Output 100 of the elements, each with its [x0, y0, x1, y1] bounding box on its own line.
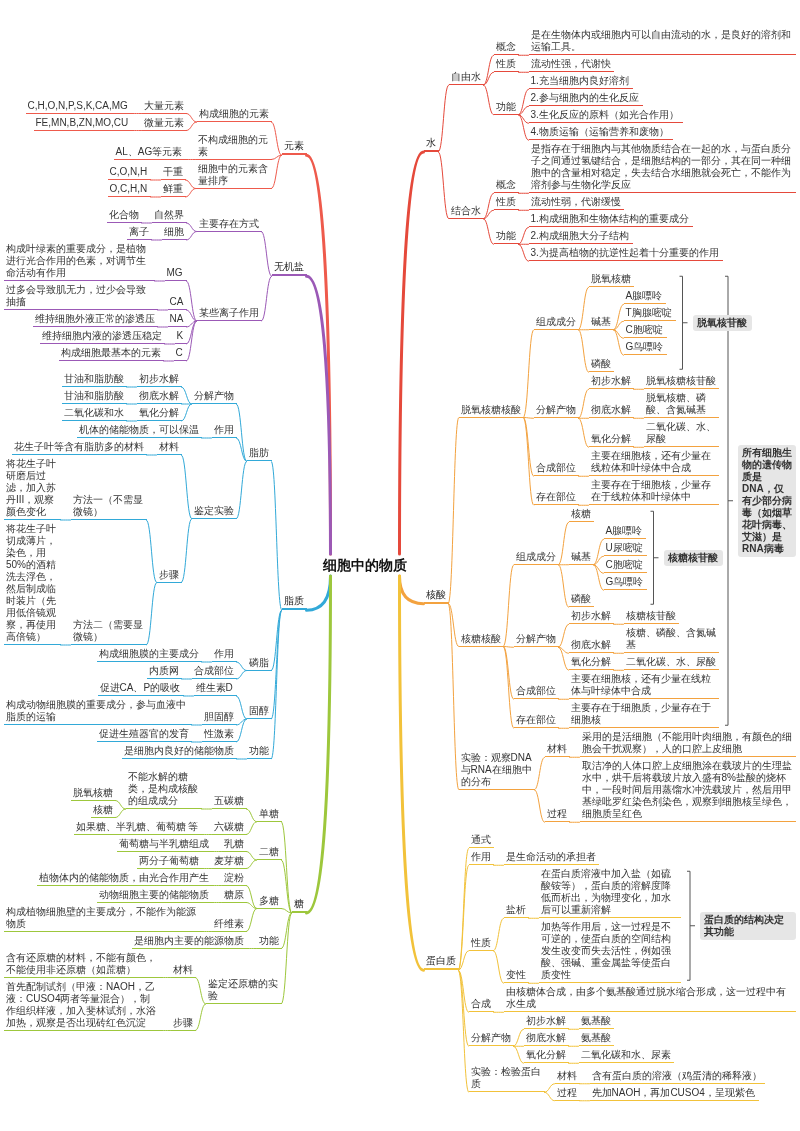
leaf-note: AL、AG等元素 [113, 145, 186, 160]
branch-line [236, 460, 247, 520]
branch-topic: 功能 [493, 100, 519, 115]
branch-line [151, 239, 162, 241]
branch-line [164, 343, 175, 345]
branch-topic: 功能 [256, 934, 282, 949]
branch-line [281, 912, 292, 949]
branch-topic: 鉴定还原糖的实验 [205, 978, 282, 1004]
branch-line [483, 54, 494, 86]
branch-line [271, 609, 282, 760]
branch-topic: 淀粉 [221, 871, 247, 886]
leaf-note: O,C,H,N [107, 183, 151, 197]
leaf-note: C胞嘧啶 [623, 324, 667, 339]
branch-line [568, 1045, 579, 1047]
branch-line [523, 417, 534, 506]
leaf-note: 主要存在于细胞核，少量存在于线粒体和叶绿体中 [588, 479, 719, 506]
branch-line [281, 912, 292, 1005]
main-topic: 糖 [291, 897, 307, 913]
branch-topic: 实验：检验蛋白质 [468, 1066, 545, 1093]
branch-topic: 彻底水解 [136, 390, 182, 404]
branch-line [448, 603, 459, 647]
branch-line [271, 609, 282, 720]
branch-line [518, 209, 529, 211]
branch-line [398, 150, 425, 556]
leaf-note: 促进CA、P的吸收 [97, 682, 184, 696]
leaf-note: 是生命活动的承担者 [503, 851, 599, 866]
branch-line [261, 231, 272, 277]
branch-topic: 彻底水解 [588, 404, 634, 419]
branch-topic: 干重 [160, 166, 186, 180]
branch-line [438, 151, 449, 220]
branch-line [483, 84, 494, 116]
branch-line [633, 388, 644, 390]
branch-line [438, 84, 449, 153]
branch-line [183, 695, 194, 697]
branch-line [236, 403, 247, 462]
leaf-note: 构成叶绿素的重要成分，是植物进行光合作用的色素，对调节生命活动有作用 [4, 243, 155, 281]
leaf-note: 氨基酸 [578, 1032, 614, 1047]
branch-line [578, 504, 589, 506]
branch-topic: 实验：观察DNA与RNA在细胞中的分布 [458, 751, 535, 790]
branch-line [281, 908, 292, 914]
leaf-note: FE,MN,B,ZN,MO,CU [33, 116, 132, 131]
branch-topic: 材料 [156, 441, 182, 455]
branch-topic: 核糖核酸 [458, 632, 504, 647]
branch-line [126, 386, 137, 388]
branch-line [558, 646, 569, 671]
branch-line [518, 71, 529, 73]
branch-line [518, 114, 529, 141]
branch-line [483, 218, 494, 245]
branch-line [493, 950, 504, 984]
leaf-note: 葡萄糖与半乳糖组成 [116, 837, 212, 852]
branch-line [236, 437, 247, 462]
branch-line [191, 741, 202, 743]
branch-line [448, 417, 459, 605]
leaf-note: 流动性强，代谢快 [528, 58, 614, 73]
branch-topic: 麦芽糖 [211, 854, 247, 869]
branch-line [578, 329, 589, 331]
leaf-note: G鸟嘌呤 [623, 341, 667, 356]
branch-topic: 脂肪 [246, 447, 272, 462]
branch-topic: 不能水解的糖类，是构成核酸的组成成分 [125, 771, 202, 809]
branch-line [246, 851, 257, 861]
branch-topic: 功能 [246, 745, 272, 759]
branch-topic: 自然界 [151, 209, 187, 223]
leaf-note: 3.为提高植物的抗逆性起着十分重要的作用 [528, 247, 723, 262]
leaf-note: 二氧化碳和水 [61, 407, 127, 421]
branch-line [568, 1028, 579, 1030]
branch-line [246, 859, 257, 869]
branch-line [160, 1030, 171, 1031]
leaf-note: 2.构成细胞大分子结构 [528, 230, 633, 245]
branch-line [181, 678, 192, 680]
branch-line [633, 417, 644, 419]
branch-topic: K [174, 330, 187, 344]
leaf-note: 2.参与细胞内的生化反应 [528, 92, 643, 107]
branch-line [448, 603, 459, 791]
branch-topic: 分解产物 [191, 390, 237, 404]
branch-line [185, 179, 196, 189]
branch-line [150, 179, 161, 181]
leaf-note: A腺嘌呤 [623, 290, 666, 305]
branch-line [518, 226, 529, 245]
branch-topic: 自由水 [448, 71, 484, 85]
branch-line [558, 698, 569, 700]
branch-topic: 初步水解 [568, 610, 614, 625]
branch-topic: 碱基 [568, 550, 594, 565]
branch-line [578, 417, 589, 419]
branch-topic: 某些离子作用 [196, 307, 262, 321]
summary-label: 脱氧核苷酸 [692, 314, 752, 331]
branch-line [518, 192, 529, 194]
branch-topic: 构成细胞的元素 [196, 108, 272, 122]
branch-line [185, 188, 196, 198]
branch-line [271, 460, 282, 611]
branch-topic: 材料 [544, 743, 570, 758]
branch-topic: 性质 [468, 936, 494, 951]
branch-line [493, 917, 504, 952]
branch-line [201, 661, 212, 663]
branch-line [569, 756, 580, 758]
branch-line [246, 908, 257, 932]
branch-line [60, 644, 71, 646]
branch-line [236, 670, 247, 680]
leaf-note: 维持细胞内液的渗透压稳定 [39, 330, 165, 344]
leaf-note: 脱氧核糖核苷酸 [643, 375, 719, 390]
branch-line [579, 1083, 590, 1085]
